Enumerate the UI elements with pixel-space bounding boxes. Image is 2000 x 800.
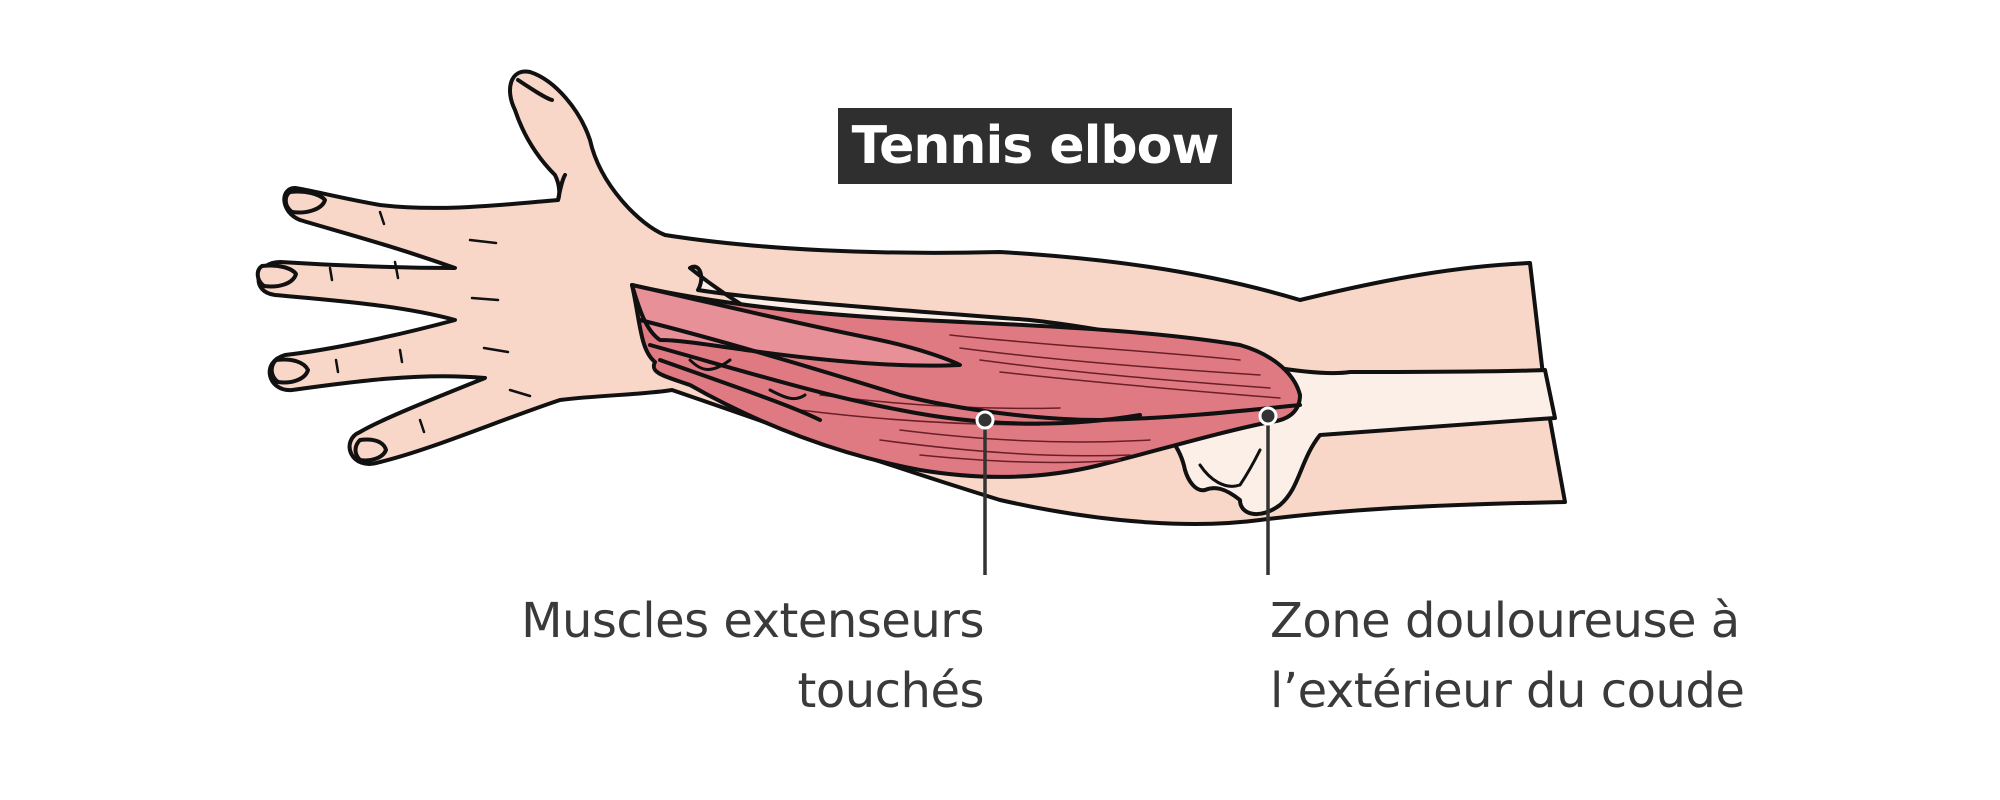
- knuckle-marks: [328, 210, 532, 434]
- tendon-line-4: [688, 358, 732, 371]
- fingernail-thumb: [516, 78, 554, 102]
- brachioradialis-muscle: [630, 283, 962, 368]
- pointer-dot-muscles: [975, 410, 995, 430]
- label-extensor-muscles-line2: touchés: [797, 663, 985, 719]
- tendon-line-2: [648, 343, 1142, 426]
- fingernail-middle: [255, 263, 298, 289]
- label-pain-zone-line1: Zone douloureuse à: [1270, 593, 1740, 649]
- elbow-bone-detail: [1198, 448, 1262, 488]
- fingernail-ring: [269, 357, 310, 385]
- tendon-line-5: [768, 388, 807, 401]
- fingernail-index: [283, 189, 327, 215]
- label-extensor-muscles: Muscles extenseurs touchés: [521, 586, 984, 726]
- label-pain-zone-line2: l’extérieur du coude: [1270, 663, 1745, 719]
- diagram-title: Tennis elbow: [838, 108, 1232, 184]
- fingernail-pinky: [353, 437, 388, 463]
- label-pain-zone: Zone douloureuse à l’extérieur du coude: [1270, 586, 1745, 726]
- label-extensor-muscles-line1: Muscles extenseurs: [521, 593, 984, 649]
- thumb-crease: [556, 173, 567, 202]
- tendon-line-3: [658, 358, 822, 422]
- callout-pointers: [983, 416, 1270, 575]
- pointer-dot-pain-zone: [1258, 406, 1278, 426]
